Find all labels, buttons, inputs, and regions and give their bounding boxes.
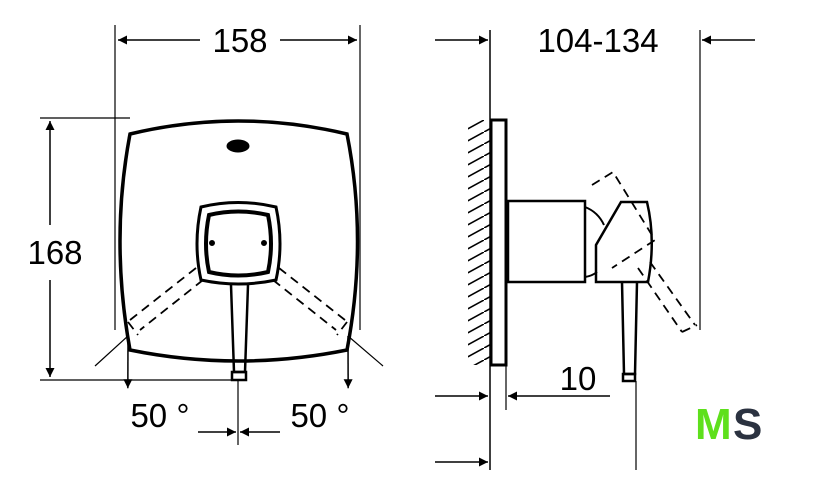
lever-rotated-left: [127, 267, 204, 336]
brand-logo-mark: [226, 139, 250, 153]
side-lever: [620, 281, 639, 376]
side-plate: [489, 118, 508, 367]
side-view: [435, 30, 755, 470]
dim-width-label: 158: [212, 22, 267, 59]
svg-text:M: M: [695, 400, 732, 449]
wall-hatching: [468, 120, 490, 365]
handle-outer: [195, 201, 282, 286]
side-handle: [594, 200, 653, 284]
svg-text:S: S: [733, 400, 762, 449]
dim-height-label: 168: [27, 234, 82, 271]
dim-gap-label: 10: [560, 360, 597, 397]
dim-projection-label: 104-134: [537, 22, 658, 59]
lever-rotated-right: [272, 267, 348, 336]
angle-left-label: 50 °: [130, 397, 189, 434]
handle-inner: [204, 209, 273, 278]
cover-plate: [118, 119, 360, 363]
front-view: [40, 25, 384, 445]
ms-logo: M S: [695, 400, 762, 449]
valve-body: [506, 199, 587, 284]
lever: [229, 284, 250, 374]
side-lever-rotated: [591, 170, 698, 333]
angle-right-label: 50 °: [290, 397, 349, 434]
